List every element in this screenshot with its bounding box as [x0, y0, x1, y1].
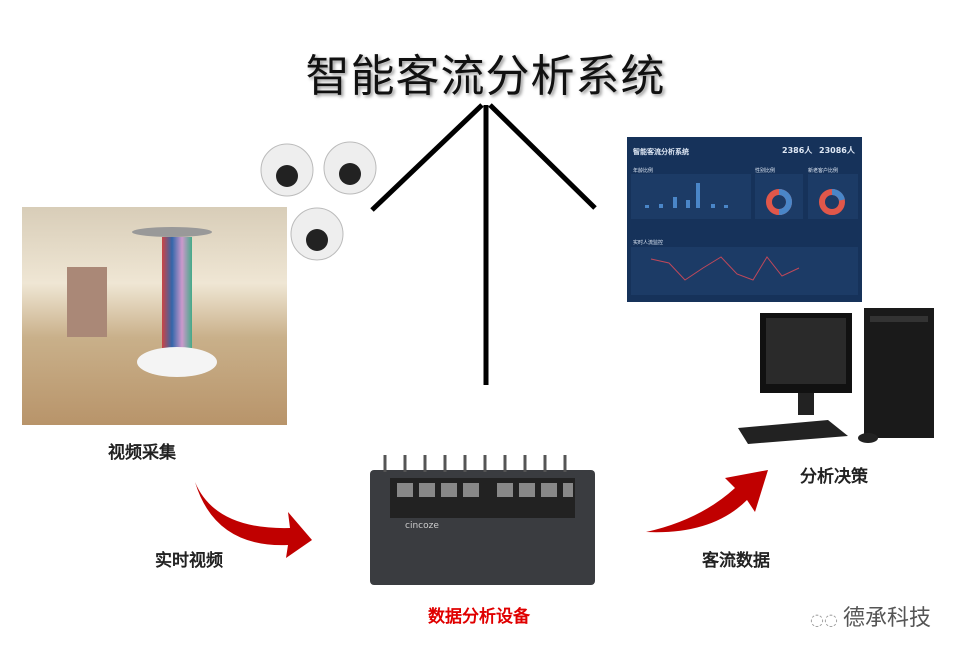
arrow-right [646, 470, 768, 533]
camera-icons [260, 141, 377, 261]
desktop-computer-icon [738, 308, 934, 444]
edge-computing-device-icon: cincoze [370, 455, 595, 585]
stat-1: 2386人 [782, 146, 813, 155]
device-brand: cincoze [405, 521, 439, 531]
label-device: 数据分析设备 [428, 607, 530, 627]
dashboard-screenshot: 智能客流分析系统 2386人 23086人 年龄比例 性别比例 新老客户比例 实… [627, 137, 862, 302]
watermark: ◌◌ 德承科技 [810, 600, 931, 632]
label-decision: 分析决策 [800, 467, 868, 487]
watermark-text: 德承科技 [843, 606, 932, 631]
page-title: 智能客流分析系统 [305, 51, 666, 102]
dashboard-title: 智能客流分析系统 [633, 148, 689, 156]
arrow-left [195, 482, 312, 558]
customer-label: 新老客户比例 [808, 168, 839, 174]
wechat-icon: ◌◌ [810, 610, 844, 629]
label-realtime-video: 实时视频 [155, 551, 223, 571]
gender-label: 性别比例 [755, 168, 776, 174]
stat-2: 23086人 [819, 146, 855, 155]
label-traffic-data: 客流数据 [702, 551, 770, 571]
label-video-capture: 视频采集 [108, 443, 176, 463]
realtime-label: 实时人流监控 [633, 240, 664, 246]
age-label: 年龄比例 [633, 168, 654, 174]
mall-photo [22, 207, 287, 425]
